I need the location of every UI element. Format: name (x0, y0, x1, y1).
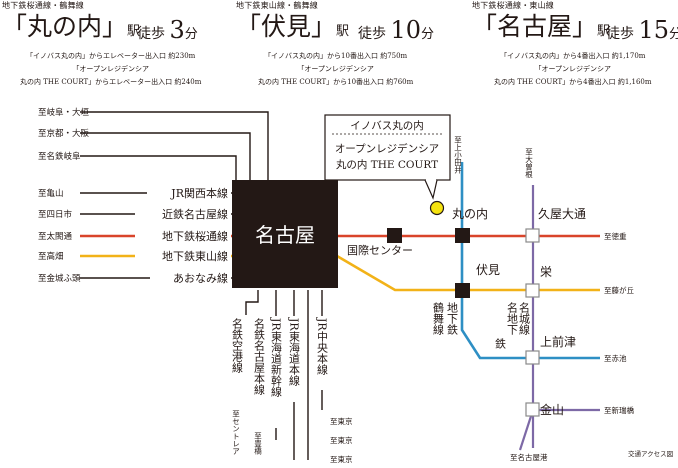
higashiyama-line-label: 地下鉄東山線 (162, 249, 228, 263)
station-name: 「丸の内」駅 (2, 12, 141, 41)
dest-toyohashi: 至豊橋 (253, 432, 262, 456)
walk-time: 徒歩 3分 (137, 16, 198, 44)
dest-taiko-dori: 至太閤通 (38, 231, 73, 242)
line-names: 地下鉄桜通線・鶴舞線 (2, 1, 84, 10)
dest-nagoyako: 至名古屋港 (510, 452, 548, 462)
label-sakae: 栄 (540, 265, 552, 279)
jr-kansai-line: JR関西本線 (170, 186, 228, 200)
aonami-line-label: あおなみ線 (173, 271, 228, 285)
label-fushimi: 伏見 (476, 263, 500, 277)
meijo-prefix-label: 名地下 (506, 301, 519, 336)
meijo-label: 名城線 (518, 301, 531, 335)
station-name: 「伏見」駅 (236, 12, 350, 41)
station-fushimi (455, 283, 470, 298)
dest-kameyama: 至亀山 (38, 188, 64, 199)
dest-kyoto-osaka: 至京都・大阪 (38, 128, 90, 139)
station-marunouchi (455, 228, 470, 243)
dest-akaike: 至赤池 (604, 353, 627, 363)
station-header-nagoya: 地下鉄桜通線・東山線 「名古屋」駅 徒歩 15分 「イノバス丸の内」から4番出入… (472, 0, 678, 86)
label-marunouchi: 丸の内 (452, 207, 488, 221)
meijo-suffix-label: 鉄 (494, 337, 507, 349)
station-header-marunouchi: 地下鉄桜通線・鶴舞線 「丸の内」駅 徒歩 3分 「イノバス丸の内」からエレベータ… (2, 0, 222, 86)
station-kokusai-center (387, 228, 402, 243)
jr-tokaido-line: JR東海道本線 (288, 317, 301, 386)
footer-caption: 交通アクセス図 (628, 449, 673, 458)
station-name: 「名古屋」駅 (472, 12, 611, 41)
dest-tokyo-3: 至東京 (330, 454, 353, 464)
dest-takabata: 至高畑 (38, 251, 64, 262)
dest-kamiotai: 至上小田井 (453, 136, 462, 175)
walk-time: 徒歩 10分 (358, 16, 435, 44)
dest-meitetsu-gifu: 至名鉄岐阜 (38, 151, 81, 162)
meitetsu-airport-line: 名鉄空港線 (231, 317, 244, 373)
station-kamimaezu (525, 350, 540, 365)
right-destinations: 至上小田井 至大曽根 至徳重 至藤が丘 至赤池 至新瑞橋 至名古屋港 (453, 136, 634, 462)
nagoya-hub (232, 180, 338, 288)
distance-notes: 「イノバス丸の内」から10番出入口 約750m 「オープンレジデンシア 丸の内 … (258, 52, 414, 86)
jr-chuo-line: JR中央本線 (316, 317, 329, 375)
chikatetsu-label: 地下鉄 (446, 302, 459, 335)
vertical-line-labels: 鶴舞線 地下鉄 名地下 名城線 鉄 (432, 301, 531, 349)
meitetsu-nagoya-main-line: 名鉄名古屋本線 (253, 317, 266, 395)
station-header-fushimi: 地下鉄東山線・鶴舞線 「伏見」駅 徒歩 10分 「イノバス丸の内」から10番出入… (236, 0, 456, 86)
walk-time: 徒歩 15分 (606, 16, 678, 44)
down-line-names: 名鉄空港線 名鉄名古屋本線 JR東海道新幹線 JR東海道本線 JR中央本線 (230, 316, 329, 428)
line-names: 地下鉄桜通線・東山線 (472, 1, 554, 10)
label-hisaya-odori: 久屋大通 (538, 207, 586, 221)
property-callout (324, 114, 451, 181)
kintetsu-nagoya-line: 近鉄名古屋線 (162, 207, 228, 221)
dest-aratamabashi: 至新瑞橋 (604, 405, 634, 415)
label-kokusai-center: 国際センター (347, 244, 413, 257)
dest-fujigaoka: 至藤が丘 (604, 285, 634, 295)
callout-open-residencia: オープンレジデンシア (335, 142, 439, 155)
line-names: 地下鉄東山線・鶴舞線 (236, 1, 318, 10)
dest-gifu-ogaki: 至岐阜・大垣 (38, 107, 90, 118)
dest-tokyo-2: 至東京 (330, 435, 353, 445)
left-destinations: 至岐阜・大垣 至京都・大阪 至名鉄岐阜 至亀山 至四日市 至太閤通 至高畑 至金… (38, 107, 90, 284)
tsurumai-label: 鶴舞線 (432, 301, 445, 335)
property-marker-icon (429, 200, 445, 216)
dest-ozone: 至大曽根 (524, 148, 533, 180)
station-hisaya-odori (525, 228, 540, 243)
jr-tokaido-shinkansen: JR東海道新幹線 (270, 317, 283, 397)
label-kamimaezu: 上前津 (540, 334, 576, 349)
down-destinations: 至セントレア 至豊橋 至東京 至東京 至東京 (231, 410, 353, 464)
dest-centrair: 至セントレア (231, 410, 240, 456)
sakura-dori-line-label: 地下鉄桜通線 (162, 229, 228, 243)
station-sakae (525, 283, 540, 298)
station-kanayama (525, 402, 540, 417)
dest-tokyo-1: 至東京 (330, 416, 353, 426)
dest-tokushige: 至徳重 (604, 231, 627, 241)
dest-kinjofuto: 至金城ふ頭 (38, 273, 81, 284)
label-kanayama: 金山 (540, 402, 564, 417)
dest-yokkaichi: 至四日市 (38, 209, 73, 220)
distance-notes: 「イノバス丸の内」からエレベーター出入口 約230m 「オープンレジデンシア 丸… (20, 52, 202, 86)
meijo-line-west (518, 409, 535, 451)
hub-label: 名古屋 (255, 223, 315, 247)
tsurumai-line (460, 162, 600, 360)
callout-innovas: イノバス丸の内 (350, 119, 424, 132)
callout-the-court: 丸の内 THE COURT (336, 158, 438, 171)
left-line-names: JR関西本線 近鉄名古屋線 地下鉄桜通線 地下鉄東山線 あおなみ線 (135, 186, 231, 285)
distance-notes: 「イノバス丸の内」から4番出入口 約1,170m 「オープンレジデンシア 丸の内… (494, 52, 652, 86)
